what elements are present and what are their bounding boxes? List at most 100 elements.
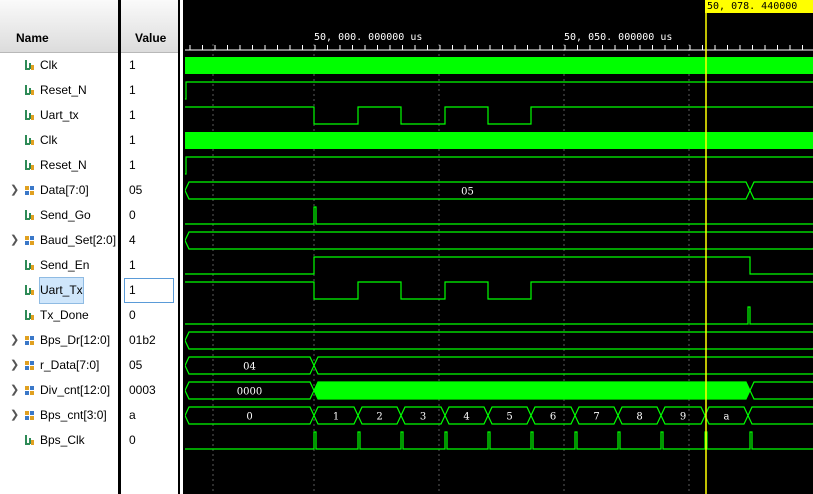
expand-chevron-icon[interactable]: ❯	[10, 359, 20, 371]
signal-row[interactable]: Reset_N	[0, 78, 118, 103]
signal-value[interactable]: 1	[121, 78, 178, 103]
signal-row[interactable]: Bps_Clk	[0, 428, 118, 453]
signal-waveform	[185, 81, 813, 100]
bus-value-label: 2	[376, 412, 382, 423]
bus-icon	[25, 336, 34, 345]
bus-value-label: 6	[550, 412, 556, 423]
bus-segment	[313, 381, 751, 400]
signal-name: Send_En	[40, 258, 90, 272]
signal-row[interactable]: ❯ r_Data[7:0]	[0, 353, 118, 378]
bus-segment	[313, 356, 813, 375]
signal-value[interactable]: 0	[121, 203, 178, 228]
name-column	[0, 0, 118, 494]
clock-waveform	[185, 57, 813, 74]
name-column-header[interactable]: Name	[0, 0, 118, 53]
signal-value[interactable]: 01b2	[121, 328, 178, 353]
value-column-header[interactable]: Value	[121, 0, 178, 53]
signal-value[interactable]: 0	[121, 428, 178, 453]
bus-icon	[25, 411, 34, 420]
signal-value-text: 0	[129, 433, 136, 447]
signal-value-text: 0003	[129, 383, 156, 397]
signal-value-text: 05	[129, 183, 143, 197]
signal-value-text: 0	[129, 308, 136, 322]
bus-icon	[25, 361, 34, 370]
expand-chevron-icon[interactable]: ❯	[10, 334, 20, 346]
name-header-label: Name	[16, 31, 49, 45]
signal-value-text: 1	[129, 58, 136, 72]
bus-segment	[749, 381, 813, 400]
signal-row[interactable]: Reset_N	[0, 153, 118, 178]
signal-row[interactable]: Clk	[0, 53, 118, 78]
signal-value[interactable]: 1	[121, 253, 178, 278]
bus-icon	[25, 186, 34, 195]
signal-value[interactable]: 1	[121, 103, 178, 128]
signal-name: Div_cnt[12:0]	[40, 383, 111, 397]
signal-value-text: 0	[129, 208, 136, 222]
signal-value[interactable]: 1	[121, 153, 178, 178]
bus-value-label: 0	[246, 412, 252, 423]
signal-row[interactable]: ❯Bps_Dr[12:0]	[0, 328, 118, 353]
signal-row[interactable]: Send_Go	[0, 203, 118, 228]
signal-name: Bps_cnt[3:0]	[40, 408, 107, 422]
signal-row[interactable]: Clk	[0, 128, 118, 153]
waveform-divider[interactable]	[178, 0, 185, 494]
signal-wire-icon	[25, 110, 34, 120]
cursor-time-label[interactable]: 50, 078. 440000 us	[705, 0, 813, 25]
signal-row[interactable]: ❯ Div_cnt[12:0]	[0, 378, 118, 403]
signal-name: Baud_Set[2:0]	[40, 233, 117, 247]
signal-name: Reset_N	[40, 158, 87, 172]
signal-value[interactable]: 0	[121, 303, 178, 328]
signal-name: Send_Go	[40, 208, 91, 222]
bus-segment	[185, 231, 813, 250]
bus-value-label: 3	[420, 412, 426, 423]
bus-icon	[25, 236, 34, 245]
bus-value-label: a	[724, 412, 730, 423]
expand-chevron-icon[interactable]: ❯	[10, 184, 20, 196]
signal-value[interactable]: 05	[121, 178, 178, 203]
bus-value-label: 04	[243, 362, 256, 373]
bus-value-label: 8	[636, 412, 642, 423]
signal-value[interactable]: 4	[121, 228, 178, 253]
signal-row[interactable]: Uart_tx	[0, 103, 118, 128]
value-selection	[124, 278, 174, 303]
expand-chevron-icon[interactable]: ❯	[10, 234, 20, 246]
expand-chevron-icon[interactable]: ❯	[10, 384, 20, 396]
signal-value-text: 1	[129, 283, 136, 297]
signal-row[interactable]: Send_En	[0, 253, 118, 278]
signal-waveform	[185, 431, 813, 450]
bus-value-label: 9	[680, 412, 686, 423]
signal-name: r_Data[7:0]	[40, 358, 100, 372]
signal-value-text: 1	[129, 133, 136, 147]
column-divider[interactable]	[118, 0, 121, 494]
signal-value-text: a	[129, 408, 136, 422]
signal-value[interactable]: 1	[121, 278, 178, 303]
expand-chevron-icon[interactable]: ❯	[10, 409, 20, 421]
bus-value-label: 0000	[237, 387, 262, 398]
signal-wire-icon	[25, 310, 34, 320]
signal-name: Uart_tx	[40, 108, 79, 122]
signal-row[interactable]: ❯ Baud_Set[2:0]	[0, 228, 118, 253]
signal-row[interactable]: Uart_Tx	[0, 277, 118, 304]
signal-row[interactable]: Tx_Done	[0, 303, 118, 328]
signal-value-text: 1	[129, 258, 136, 272]
value-header-label: Value	[135, 31, 167, 45]
signal-wire-icon	[25, 210, 34, 220]
signal-value[interactable]: 1	[121, 53, 178, 78]
signal-value-text: 01b2	[129, 333, 156, 347]
signal-name: Data[7:0]	[40, 183, 89, 197]
signal-value[interactable]: 1	[121, 128, 178, 153]
value-column	[121, 0, 178, 494]
bus-segment	[185, 331, 813, 350]
signal-row[interactable]: ❯ Bps_cnt[3:0]	[0, 403, 118, 428]
signal-row[interactable]: ❯ Data[7:0]	[0, 178, 118, 203]
signal-value[interactable]: 0003	[121, 378, 178, 403]
signal-value-text: 1	[129, 108, 136, 122]
signal-value[interactable]: 05	[121, 353, 178, 378]
signal-wire-icon	[25, 60, 34, 70]
signal-name: Clk	[40, 58, 58, 72]
signal-name: Uart_Tx	[39, 277, 84, 304]
bus-value-label: 4	[463, 412, 469, 423]
signal-value[interactable]: a	[121, 403, 178, 428]
time-ruler-label: 50, 000. 000000 us	[314, 32, 422, 43]
